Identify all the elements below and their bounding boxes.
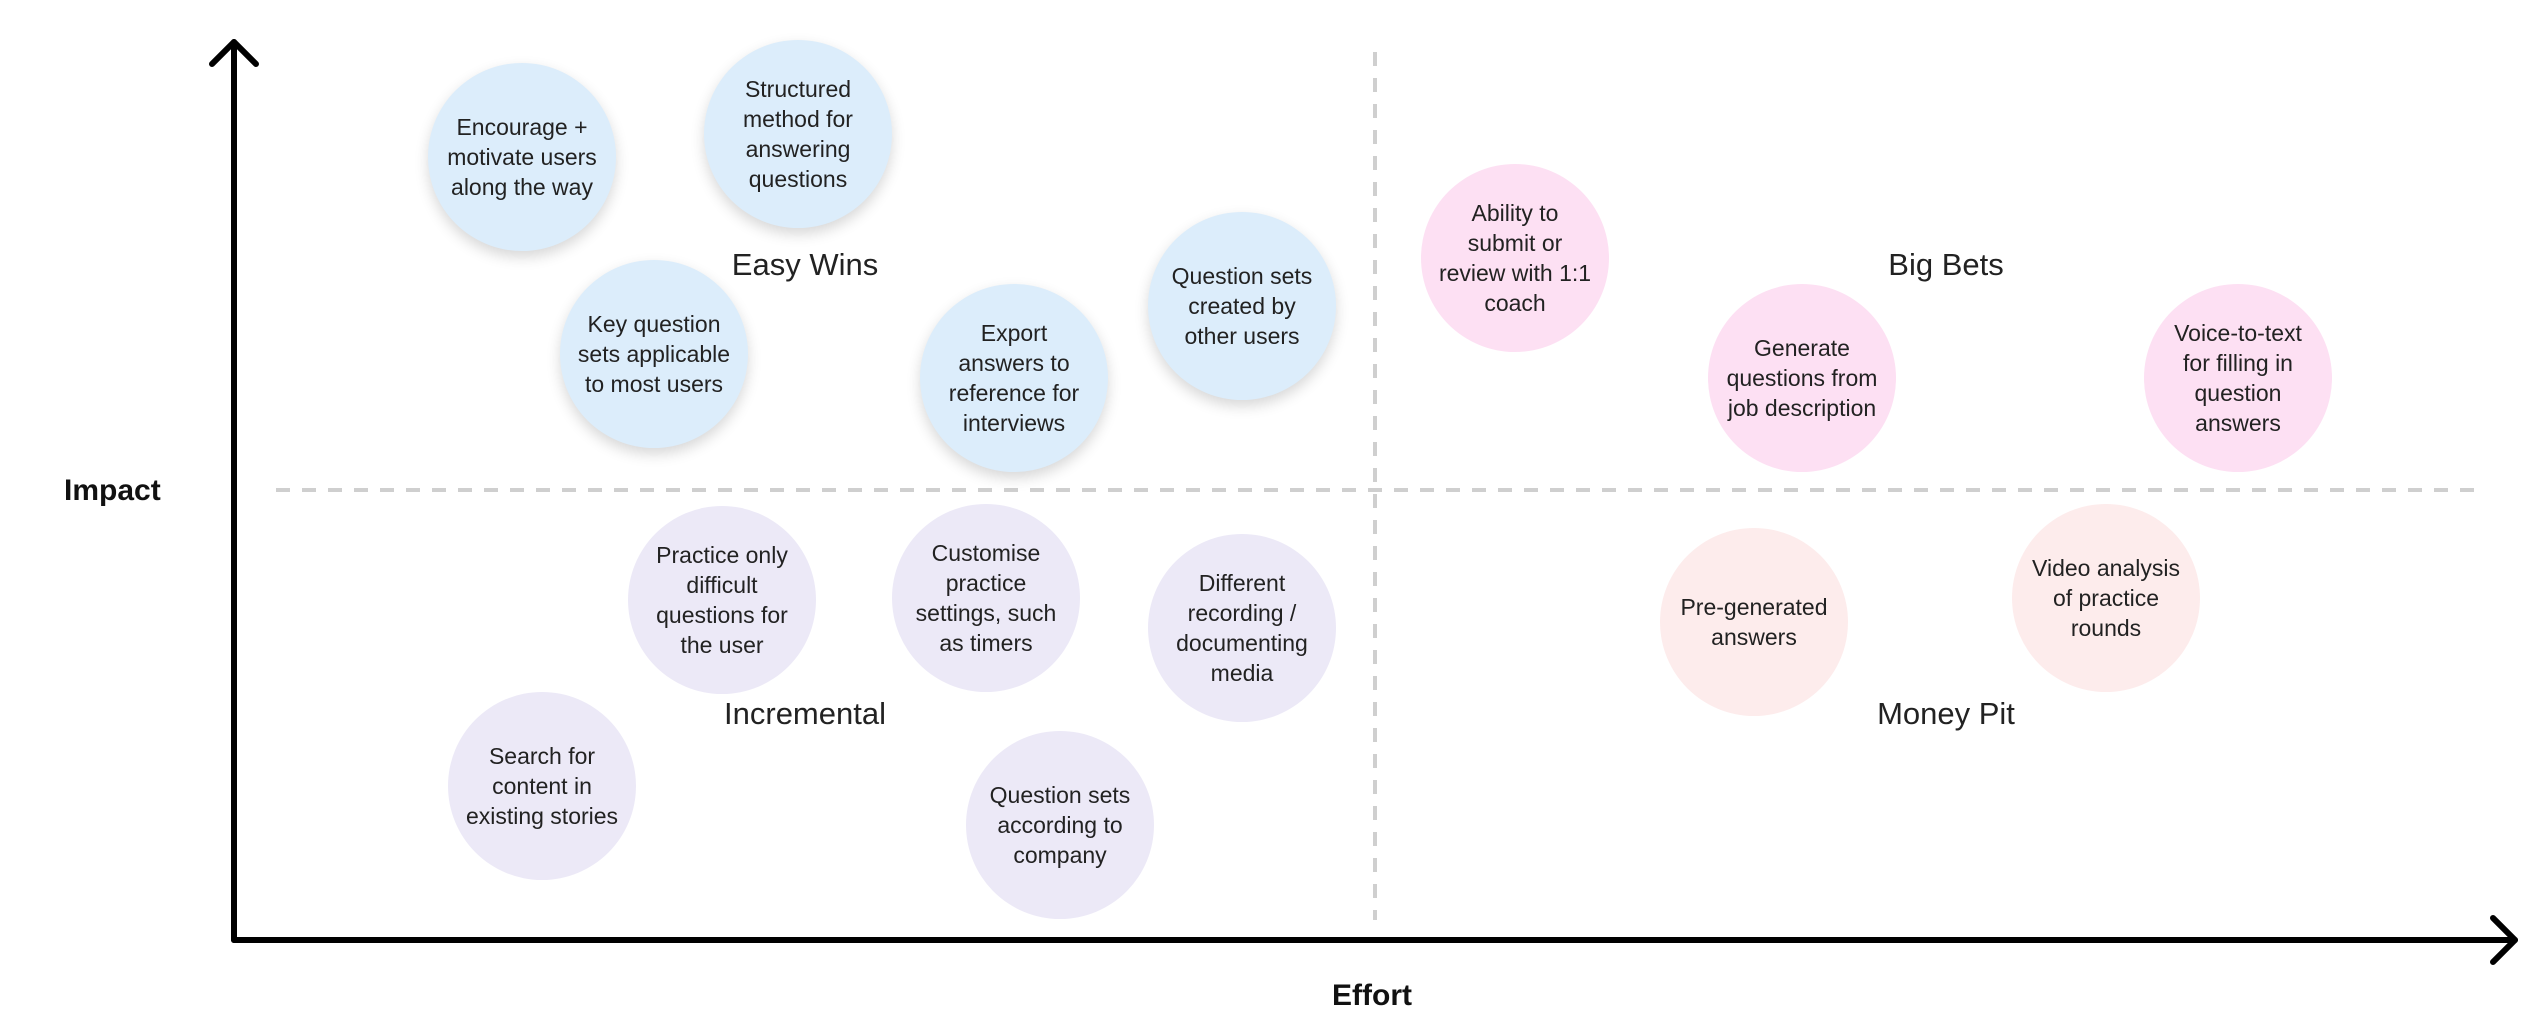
quadrant-label-incremental: Incremental	[724, 696, 886, 731]
idea-bubble: Practice only difficult questions for th…	[628, 506, 816, 694]
y-axis-label: Impact	[64, 474, 161, 507]
idea-text: Key question sets applicable to most use…	[577, 311, 731, 397]
idea-bubble: Question sets according to company	[966, 731, 1154, 919]
quadrant-label-big-bets: Big Bets	[1888, 247, 2004, 282]
idea-bubble: Generate questions from job description	[1708, 284, 1896, 472]
idea-bubble: Video analysis of practice rounds	[2012, 504, 2200, 692]
idea-text: Customise practice settings, such as tim…	[915, 540, 1057, 656]
idea-text: Question sets according to company	[989, 782, 1131, 868]
idea-bubble: Ability to submit or review with 1:1 coa…	[1421, 164, 1609, 352]
idea-text: Different recording / documenting media	[1176, 570, 1308, 686]
x-axis-label: Effort	[1332, 979, 1412, 1012]
idea-text: Export answers to reference for intervie…	[948, 320, 1080, 436]
y-axis-arrowhead	[209, 39, 259, 67]
idea-bubble: Export answers to reference for intervie…	[920, 284, 1108, 472]
idea-text: Ability to submit or review with 1:1 coa…	[1438, 200, 1592, 316]
idea-bubble: Structured method for answering question…	[704, 40, 892, 228]
idea-text: Practice only difficult questions for th…	[656, 542, 788, 658]
quadrant-label-money-pit: Money Pit	[1877, 696, 2015, 731]
idea-bubble: Pre-generated answers	[1660, 528, 1848, 716]
quadrant-label-easy-wins: Easy Wins	[731, 247, 879, 282]
idea-bubble: Key question sets applicable to most use…	[560, 260, 748, 448]
idea-text: Encourage + motivate users along the way	[447, 114, 597, 200]
idea-text: Generate questions from job description	[1726, 335, 1878, 421]
idea-bubble: Different recording / documenting media	[1148, 534, 1336, 722]
idea-text: Pre-generated answers	[1680, 594, 1828, 650]
idea-text: Structured method for answering question…	[743, 76, 853, 192]
idea-bubble: Voice-to-text for filling in question an…	[2144, 284, 2332, 472]
idea-text: Voice-to-text for filling in question an…	[2174, 320, 2302, 436]
idea-text: Question sets created by other users	[1171, 263, 1313, 349]
idea-bubble: Customise practice settings, such as tim…	[892, 504, 1080, 692]
idea-bubble: Question sets created by other users	[1148, 212, 1336, 400]
idea-bubble: Encourage + motivate users along the way	[428, 63, 616, 251]
idea-text: Video analysis of practice rounds	[2032, 555, 2180, 641]
x-axis-arrowhead	[2490, 915, 2518, 965]
idea-bubble: Search for content in existing stories	[448, 692, 636, 880]
idea-text: Search for content in existing stories	[465, 743, 619, 829]
